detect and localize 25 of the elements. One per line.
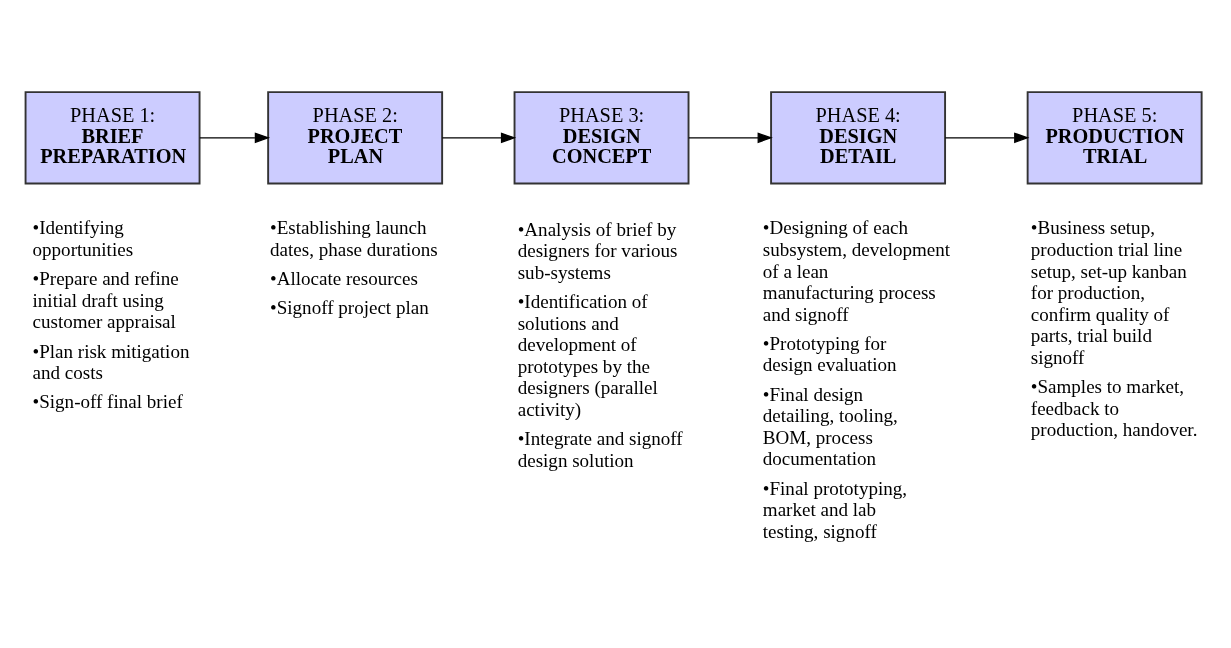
node-box: PHASE 4: DESIGN DETAIL <box>770 90 947 184</box>
node-label: •Identifying opportunities <box>32 216 134 260</box>
arrow <box>441 131 517 143</box>
node-label: •Final design detailing, tooling, BOM, process documentation <box>762 383 898 469</box>
node-label: •Samples to market, feedback to production, handover. <box>1030 375 1198 440</box>
node-label: •Identification of solutions and development of prototypes by the designers (parallel activity) <box>517 290 658 420</box>
node-box: PHASE 3: DESIGN CONCEPT <box>513 90 690 184</box>
node-label: •Establishing launch dates, phase durations <box>270 216 438 260</box>
arrow <box>688 131 773 143</box>
node-label: •Sign-off final brief <box>32 390 183 412</box>
node-box: PHASE 5: PRODUCTION TRIAL <box>1026 90 1203 184</box>
node-label: •Signoff project plan <box>270 296 429 318</box>
node-label: •Allocate resources <box>270 267 418 289</box>
node-label: •Integrate and signoff design solution <box>517 427 683 471</box>
arrow <box>944 131 1030 143</box>
node-box: PHASE 2: PROJECT PLAN <box>267 90 444 184</box>
node-label: •Plan risk mitigation and costs <box>32 340 190 383</box>
arrow <box>199 131 270 143</box>
node-label: •Prepare and refine initial draft using customer appraisal <box>32 267 179 332</box>
node-box: PHASE 1: BRIEF PREPARATION <box>24 90 201 184</box>
node-label: •Analysis of brief by designers for various sub-systems <box>517 218 678 283</box>
node-label: •Designing of each subsystem, development of a lean manufacturing process and signoff <box>762 216 951 325</box>
node-label: •Prototyping for design evaluation <box>762 332 897 375</box>
node-label: •Business setup, production trial line setup, set-up kanban for production, confirm quality of parts, trial build signoff <box>1030 216 1187 368</box>
node-label: •Final prototyping, market and lab testing, signoff <box>762 477 908 542</box>
